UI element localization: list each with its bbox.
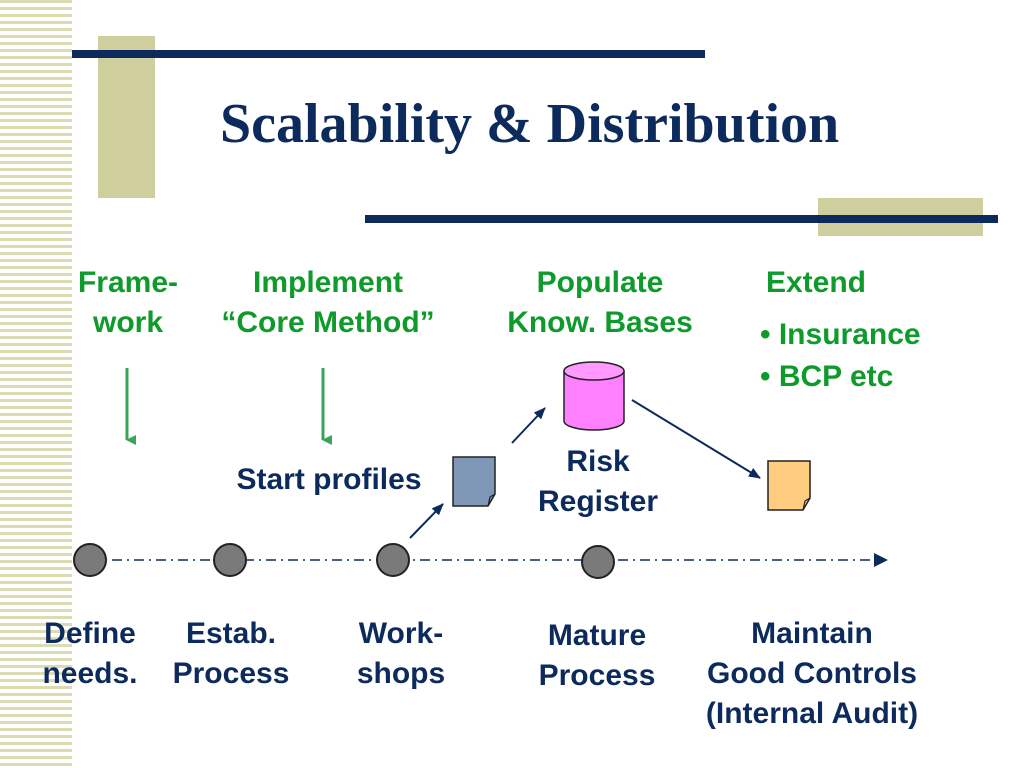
decorative-bar-top (72, 50, 705, 58)
populate-label: Populate Know. Bases (482, 263, 718, 343)
extend-item-insurance: Insurance (778, 318, 921, 351)
profile-document-icon (452, 456, 496, 507)
define-needs-label: Define needs. (28, 614, 152, 694)
striped-margin-decoration (0, 0, 72, 768)
risk-register-line-1: Risk (566, 445, 630, 478)
extend-item-bcp: BCP etc (778, 360, 894, 393)
profile-to-register-arrow (511, 407, 546, 444)
define-needs-line-2: needs. (42, 657, 138, 690)
milestone-estab (213, 543, 247, 577)
workshops-line-2: shops (356, 657, 446, 690)
milestone-define (73, 543, 107, 577)
mature-process-line-1: Mature (547, 619, 647, 652)
workshops-to-profile-arrow (409, 503, 444, 539)
maintain-controls-line-3: (Internal Audit) (705, 697, 919, 730)
maintain-controls-line-1: Maintain (751, 617, 873, 650)
workshops-label: Work- shops (336, 614, 466, 694)
implement-label-line-2: “Core Method” (221, 306, 435, 339)
risk-register-label: Risk Register (520, 442, 676, 522)
milestone-workshops (376, 543, 410, 577)
populate-label-line-2: Know. Bases (507, 306, 693, 339)
implement-label-line-1: Implement (252, 266, 404, 299)
extend-list: • Insurance • BCP etc (760, 314, 921, 398)
extended-document-fold (802, 497, 811, 511)
extend-list-item: • Insurance (760, 318, 921, 351)
milestone-mature (581, 545, 615, 579)
register-to-extend-arrow (631, 399, 761, 479)
mature-process-label: Mature Process (522, 616, 672, 696)
slide-title: Scalability & Distribution (220, 93, 840, 155)
timeline-arrowhead (874, 553, 888, 567)
estab-process-line-2: Process (172, 657, 290, 690)
maintain-controls-label: Maintain Good Controls (Internal Audit) (680, 614, 944, 734)
maintain-controls-line-2: Good Controls (707, 657, 917, 690)
define-needs-line-1: Define (44, 617, 136, 650)
estab-process-label: Estab. Process (156, 614, 306, 694)
profile-document-fold (487, 493, 496, 507)
start-profiles-label: Start profiles (236, 463, 422, 496)
extended-document-icon (767, 460, 811, 511)
database-icon (563, 361, 625, 431)
framework-label-line-1: Frame- (77, 266, 179, 299)
workshops-line-1: Work- (358, 617, 444, 650)
populate-label-line-1: Populate (536, 266, 664, 299)
decorative-block-left (98, 36, 155, 198)
mature-process-line-2: Process (538, 659, 656, 692)
decorative-bar-bottom (365, 215, 998, 223)
extend-list-item: • BCP etc (760, 360, 894, 393)
risk-register-line-2: Register (537, 485, 659, 518)
implement-label: Implement “Core Method” (198, 263, 458, 343)
framework-label: Frame- work (64, 263, 192, 343)
framework-label-line-2: work (92, 306, 164, 339)
extend-label: Extend (765, 266, 867, 299)
estab-process-line-1: Estab. (185, 617, 277, 650)
